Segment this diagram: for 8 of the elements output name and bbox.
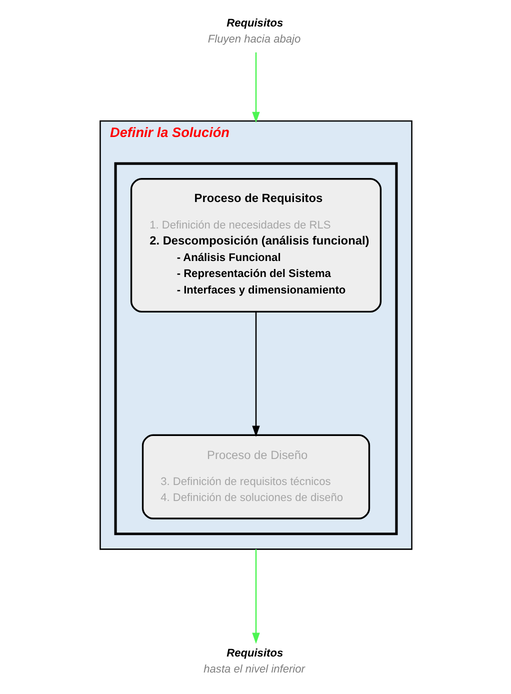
node-box: Proceso de Requisitos 1. Definición de necesidades de RLS 2. Descomposición (análisis funcional) - Análisis Funcional - Representación del Sistema - Interfaces y dimensionamiento [130,178,382,313]
node-box: Proceso de Diseño 3. Definición de requisitos técnicos 4. Definición de soluciones de diseño [141,434,370,520]
arrow [252,312,260,437]
arrow [252,52,260,123]
arrow [252,549,260,644]
cluster [114,162,398,536]
node-text: Requisitos hasta el nivel inferior [203,647,304,676]
node-text: Requisitos Fluyen hacia abajo [207,17,300,46]
